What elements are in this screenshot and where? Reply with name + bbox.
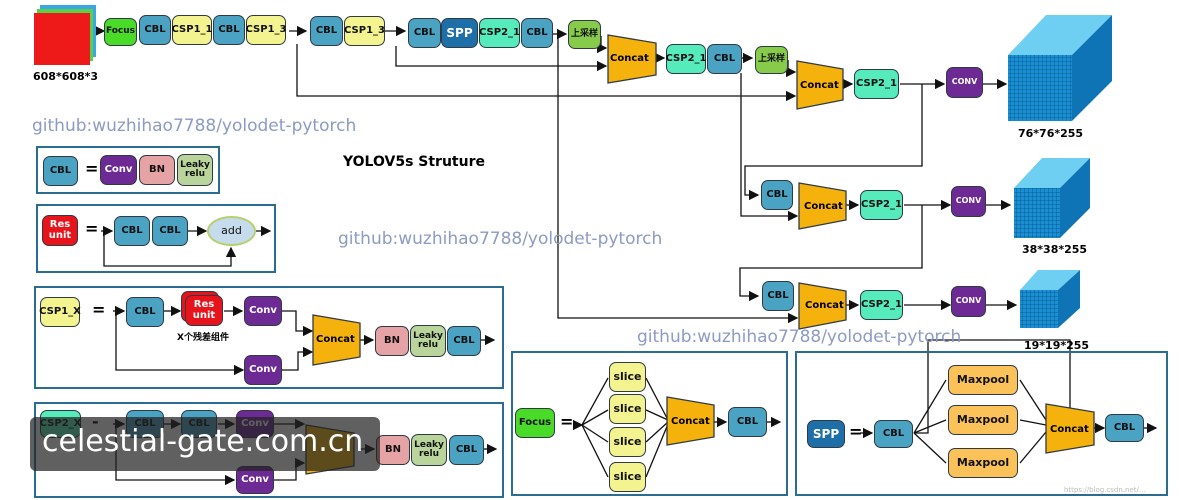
legend-res-unit-panel xyxy=(36,204,276,273)
concat-label: Concat xyxy=(610,53,649,64)
watermark-text: github:wuzhihao7788/yolodet-pytorch xyxy=(338,229,663,249)
csp1-x-block: CSP1_X xyxy=(39,297,81,327)
cbl-block: CBL xyxy=(762,281,794,311)
res-unit-block: Res unit xyxy=(42,215,78,246)
add-node: add xyxy=(207,216,256,246)
overlay-text: celestial-gate.com.cn xyxy=(42,424,364,459)
concat-shape xyxy=(666,396,715,446)
spp-block: SPP xyxy=(441,18,478,48)
maxpool-block: Maxpool xyxy=(948,448,1018,478)
cbl-block: CBL xyxy=(310,16,343,46)
equals-sign: = xyxy=(92,300,106,319)
cbl-block: CBL xyxy=(521,18,553,48)
equals-sign: = xyxy=(560,412,574,431)
csp2-1-block: CSP2_1 xyxy=(860,190,903,220)
conv-block: Conv xyxy=(100,155,137,185)
concat-label: Concat xyxy=(316,334,355,345)
equals-sign: = xyxy=(85,159,99,178)
slice-block: slice xyxy=(609,427,646,457)
concat-label: Concat xyxy=(805,300,844,311)
concat-label: Concat xyxy=(1050,424,1089,435)
legend-cbl-panel xyxy=(36,146,220,194)
equals-sign: = xyxy=(849,422,863,441)
upsample-block: 上采样 xyxy=(568,20,601,49)
output-cube-38 xyxy=(1014,158,1090,238)
overlay-banner xyxy=(30,417,380,471)
conv-out-block: CONV xyxy=(946,67,983,98)
watermark-text: github:wuzhihao7788/yolodet-pytorch xyxy=(637,327,962,347)
watermark-text: github:wuzhihao7788/yolodet-pytorch xyxy=(32,116,357,136)
cbl-block: CBL xyxy=(874,420,913,448)
focus-block: Focus xyxy=(104,18,137,46)
output-cube-19 xyxy=(1020,270,1080,328)
concat-label: Concat xyxy=(800,80,839,91)
cbl-block: CBL xyxy=(707,44,742,74)
cbl-block: CBL xyxy=(114,216,150,246)
bn-block: BN xyxy=(376,435,410,465)
conv-out-block: CONV xyxy=(951,286,986,317)
cbl-block: CBL xyxy=(408,18,441,48)
cbl-block: CBL xyxy=(213,15,245,45)
concat-shape xyxy=(796,60,844,110)
concat-shape xyxy=(607,34,657,84)
output-cube-76 xyxy=(1008,15,1112,121)
cbl-block: CBL xyxy=(152,216,188,246)
cbl-block: CBL xyxy=(1105,414,1144,442)
cbl-block: CBL xyxy=(728,407,767,437)
slice-block: slice xyxy=(609,394,646,424)
cbl-block: CBL xyxy=(43,156,78,186)
conv-out-block: CONV xyxy=(951,186,986,217)
spp-block: SPP xyxy=(807,420,845,448)
cbl-block: CBL xyxy=(139,15,171,45)
csp1-3-block: CSP1_3 xyxy=(344,16,385,46)
slice-block: slice xyxy=(609,362,646,392)
slice-block: slice xyxy=(609,462,646,492)
cbl-block: CBL xyxy=(761,180,793,210)
output-size-label: 76*76*255 xyxy=(1018,127,1084,140)
cbl-block: CBL xyxy=(449,435,484,465)
x-res-label: X个残差组件 xyxy=(177,333,229,343)
concat-label: Concat xyxy=(671,416,710,427)
csp1-3-block: CSP1_3 xyxy=(246,15,287,45)
csp1-1-block: CSP1_1 xyxy=(172,15,213,45)
leaky-relu-block: Leaky relu xyxy=(411,434,447,466)
res-unit-block: Res unit xyxy=(185,295,223,326)
output-size-label: 38*38*255 xyxy=(1022,243,1088,256)
output-size-label: 19*19*255 xyxy=(1024,339,1090,352)
equals-sign: = xyxy=(85,219,99,238)
csp2-1-block: CSP2_1 xyxy=(854,69,899,99)
csp2-1-block: CSP2_1 xyxy=(860,290,903,320)
legend-csp1x-panel xyxy=(34,286,504,389)
legend-focus-panel xyxy=(511,351,788,496)
conv-block: Conv xyxy=(244,355,282,385)
footer-url: https://blog.csdn.net/... xyxy=(1064,486,1146,494)
csp2-1-block: CSP2_1 xyxy=(479,18,520,48)
cbl-block: CBL xyxy=(447,326,481,356)
conv-block: Conv xyxy=(244,296,282,326)
input-size-label: 608*608*3 xyxy=(33,70,99,83)
concat-label: Concat xyxy=(804,201,843,212)
cbl-block: CBL xyxy=(126,297,164,327)
maxpool-block: Maxpool xyxy=(948,405,1018,435)
concat-shape xyxy=(798,282,847,330)
maxpool-block: Maxpool xyxy=(948,365,1018,395)
concat-shape xyxy=(1045,403,1095,454)
leaky-relu-block: Leaky relu xyxy=(177,154,213,186)
bn-block: BN xyxy=(375,326,409,356)
legend-spp-panel xyxy=(795,351,1168,496)
leaky-relu-block: Leaky relu xyxy=(410,325,446,357)
focus-block: Focus xyxy=(515,408,555,438)
concat-shape xyxy=(312,314,361,366)
diagram-title: YOLOV5s Struture xyxy=(343,154,485,170)
csp2-1-block: CSP2_1 xyxy=(666,44,707,74)
bn-block: BN xyxy=(139,155,175,185)
concat-shape xyxy=(798,182,847,230)
upsample-block: 上采样 xyxy=(755,46,788,74)
